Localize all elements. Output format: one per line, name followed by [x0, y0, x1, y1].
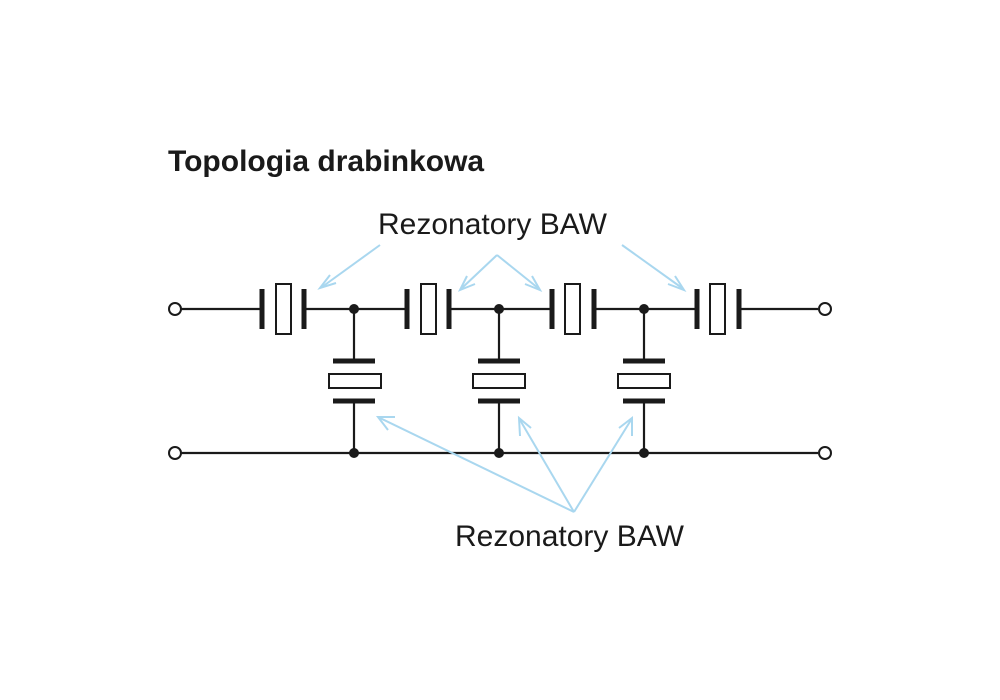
junction-node-bottom-3 — [639, 448, 649, 458]
junction-node-bottom-2 — [494, 448, 504, 458]
input-terminal-top — [168, 302, 182, 316]
output-terminal-top — [818, 302, 832, 316]
series-label-pointers — [317, 244, 687, 292]
junction-node-top-3 — [639, 304, 649, 314]
diagram-title: Topologia drabinkowa — [168, 145, 484, 178]
junction-node-top-1 — [349, 304, 359, 314]
junction-node-bottom-1 — [349, 448, 359, 458]
shunt-label-pointers — [375, 415, 633, 513]
output-terminal-bottom — [818, 446, 832, 460]
input-terminal-bottom — [168, 446, 182, 460]
series-resonator-4 — [694, 283, 742, 335]
series-resonators-label: Rezonatory BAW — [378, 208, 608, 241]
series-resonator-1 — [259, 283, 307, 335]
shunt-resonator-1 — [328, 309, 382, 453]
junction-node-top-2 — [494, 304, 504, 314]
shunt-resonator-3 — [617, 309, 671, 453]
series-resonator-2 — [404, 283, 452, 335]
shunt-resonator-2 — [472, 309, 526, 453]
series-resonator-3 — [549, 283, 597, 335]
shunt-resonators-label: Rezonatory BAW — [455, 520, 685, 553]
